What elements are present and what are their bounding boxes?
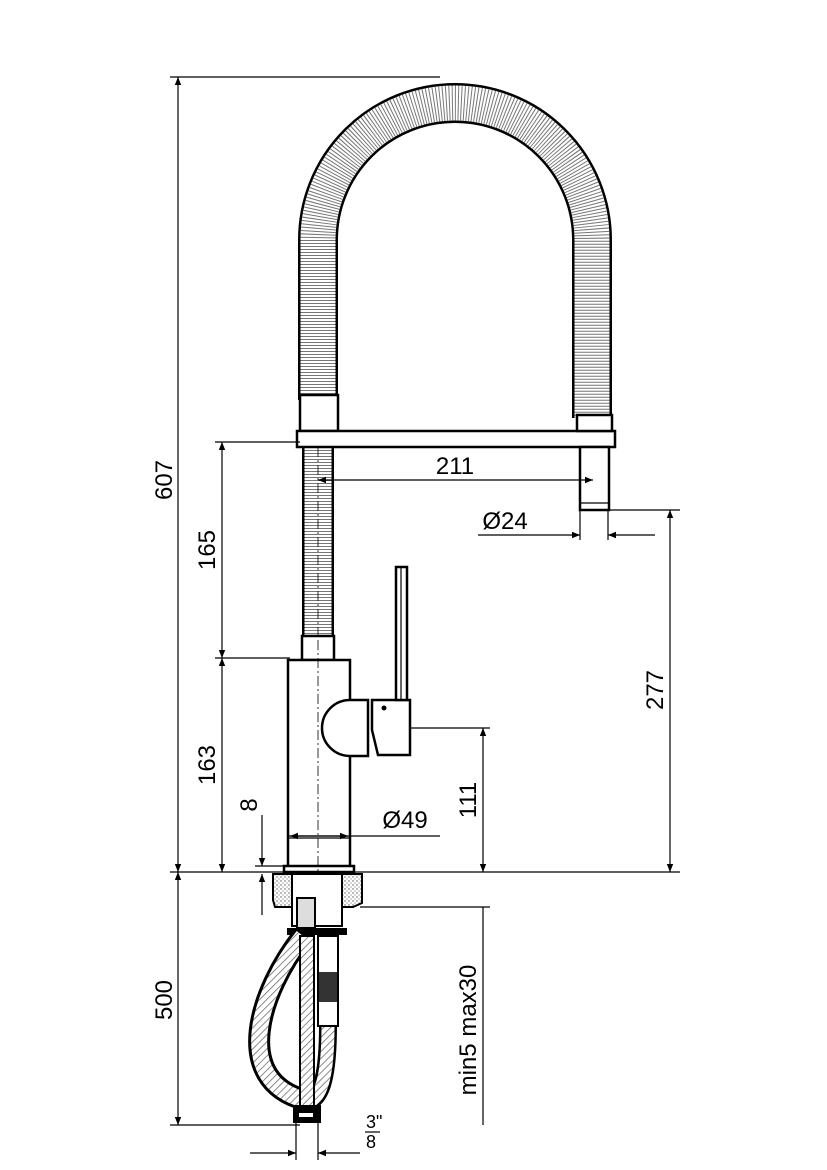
hose-guide-collar: [298, 393, 340, 433]
dim-607: 607: [151, 460, 178, 500]
lever-handle: [370, 698, 412, 757]
dim-counter-thickness: min5 max30: [455, 965, 482, 1096]
mounting-assembly: [248, 873, 363, 1123]
dimension-lines: [170, 76, 680, 1160]
base-plate: [282, 864, 356, 874]
dim-165: 165: [194, 530, 221, 570]
dim-500: 500: [151, 980, 178, 1020]
dim-connection-num: 3": [366, 1112, 382, 1132]
dim-d24: Ø24: [482, 508, 527, 535]
lever-hub: [320, 698, 370, 758]
dim-211: 211: [436, 453, 474, 480]
dim-8: 8: [236, 798, 263, 811]
spout-collar: [575, 413, 614, 433]
dim-d49: Ø49: [382, 807, 427, 834]
dim-connection-den: 8: [366, 1132, 376, 1152]
dim-163: 163: [194, 745, 221, 785]
faucet-body: [286, 658, 352, 870]
dim-111: 111: [455, 782, 482, 818]
pull-down-hose: [298, 83, 612, 637]
spray-head: [578, 445, 611, 512]
spout-arm: [295, 429, 617, 449]
dim-277: 277: [642, 670, 669, 710]
